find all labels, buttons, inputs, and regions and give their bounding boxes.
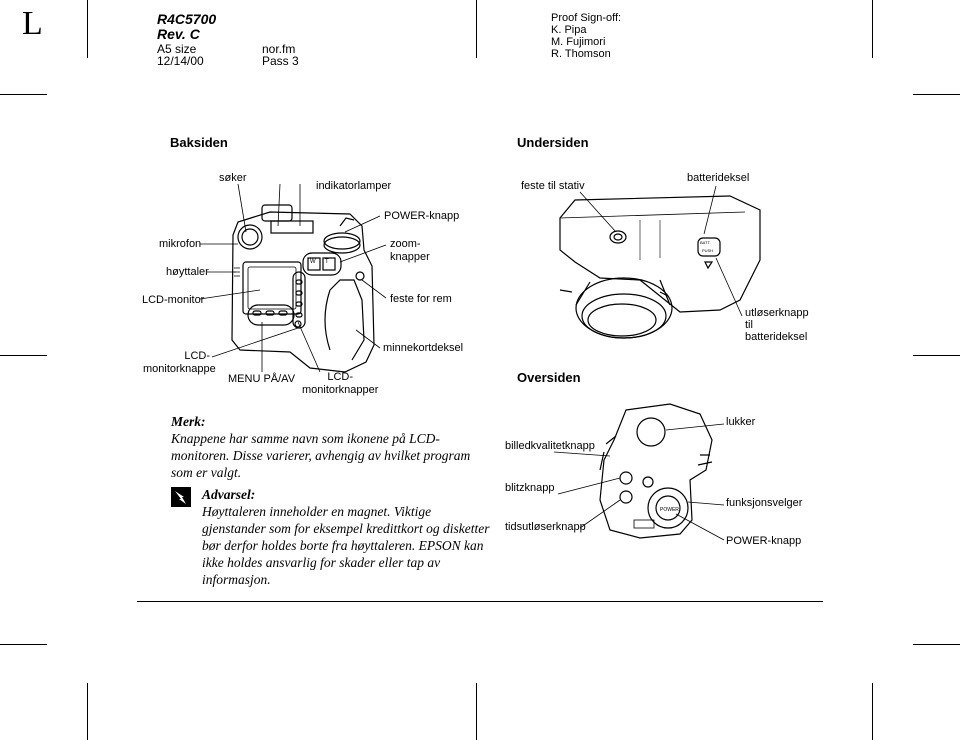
label-hoyttaler: høyttaler	[166, 266, 209, 278]
warning-title: Advarsel:	[202, 487, 256, 502]
warning-text: bør derfor holdes borte fra høyttaleren.…	[202, 538, 484, 553]
label-billedkvalitet: billedkvalitetknapp	[505, 440, 595, 452]
power-dial-text: POWER	[660, 507, 679, 513]
label-minnekort: minnekortdeksel	[383, 342, 464, 354]
doc-size: A5 size	[157, 42, 197, 56]
warning-text: informasjon.	[202, 572, 271, 587]
zoom-tele-text: T	[325, 259, 329, 265]
note-title: Merk:	[171, 414, 206, 429]
warning-text: Høyttaleren inneholder en magnet. Viktig…	[202, 504, 432, 519]
signoff-title: Proof Sign-off:	[551, 12, 622, 24]
label-lcd-monitorknappe: LCD-monitorknappe	[143, 350, 216, 375]
note-text: Knappene har samme navn som ikonene på L…	[171, 431, 440, 446]
label-power-knapp-top: POWER-knapp	[726, 535, 802, 547]
label-indikatorlamper: indikatorlamper	[316, 180, 392, 192]
section-title-back: Baksiden	[170, 135, 228, 150]
drawing-text-push: PUSH	[702, 248, 713, 253]
label-batterideksel: batterideksel	[687, 172, 750, 184]
warning-block: Advarsel: Høyttaleren inneholder en magn…	[202, 486, 489, 588]
label-lukker: lukker	[726, 416, 756, 428]
zoom-wide-text: W	[310, 259, 316, 265]
label-mikrofon: mikrofon	[159, 238, 202, 250]
warning-text: gjenstander som for eksempel kredittkort…	[202, 521, 490, 536]
crop-mark	[913, 355, 960, 356]
camera-top-drawing	[599, 403, 713, 539]
signoff-name: R. Thomson	[551, 48, 611, 60]
note-block: Merk: Knappene har samme navn som ikonen…	[171, 413, 470, 481]
battery-button-text: BATT. PUSH	[700, 240, 713, 253]
signoff-name: M. Fujimori	[551, 36, 606, 48]
camera-bottom-drawing	[559, 195, 761, 339]
section-title-top: Oversiden	[517, 370, 581, 385]
page-letter: L	[22, 5, 43, 42]
crop-mark	[913, 644, 960, 645]
camera-back-drawing	[231, 204, 375, 373]
label-funksjonsvelger: funksjonsvelger	[726, 497, 803, 509]
doc-code: R4C5700	[157, 11, 217, 27]
label-menu: MENU PÅ/AV	[228, 373, 296, 385]
signoff-name: K. Pipa	[551, 24, 587, 36]
label-feste-rem: feste for rem	[390, 293, 452, 305]
doc-file: nor.fm	[262, 42, 296, 56]
crop-mark	[87, 683, 88, 740]
warning-text: ikke holdes ansvarlig for skader eller t…	[202, 555, 441, 570]
note-text: som er valgt.	[171, 465, 242, 480]
label-zoom: zoom-knapper	[390, 238, 430, 263]
label-soker: søker	[219, 172, 247, 184]
section-title-bottom: Undersiden	[517, 135, 589, 150]
leader-lines-back	[199, 183, 387, 373]
crop-mark	[476, 683, 477, 740]
crop-mark	[913, 94, 960, 95]
crop-mark	[872, 683, 873, 740]
drawing-text-batt: BATT.	[700, 240, 711, 245]
label-stativ: feste til stativ	[521, 180, 585, 192]
label-power-knapp: POWER-knapp	[384, 210, 460, 222]
label-tidsutloser: tidsutløserknapp	[505, 521, 586, 533]
crop-mark	[476, 0, 477, 58]
crop-mark	[87, 0, 88, 58]
leader-lines-top	[553, 423, 725, 541]
crop-mark	[0, 355, 47, 356]
crop-mark	[872, 0, 873, 58]
note-text: monitoren. Disse varierer, avhengig av h…	[171, 448, 471, 463]
label-blitzknapp: blitzknapp	[505, 482, 555, 494]
leader-lines-bottom	[579, 185, 743, 317]
bottom-rule	[137, 601, 823, 602]
label-lcd-monitor: LCD-monitor	[142, 294, 205, 306]
doc-date: 12/14/00	[157, 54, 204, 68]
warning-icon	[171, 487, 191, 507]
doc-rev: Rev. C	[157, 26, 200, 42]
label-lcd-monitorknapper: LCD-monitorknapper	[302, 371, 379, 396]
signoff-block: Proof Sign-off: K. Pipa M. Fujimori R. T…	[551, 12, 621, 60]
crop-mark	[0, 644, 47, 645]
drawing-text-power: POWER	[660, 507, 679, 513]
crop-mark	[0, 94, 47, 95]
doc-pass: Pass 3	[262, 54, 299, 68]
